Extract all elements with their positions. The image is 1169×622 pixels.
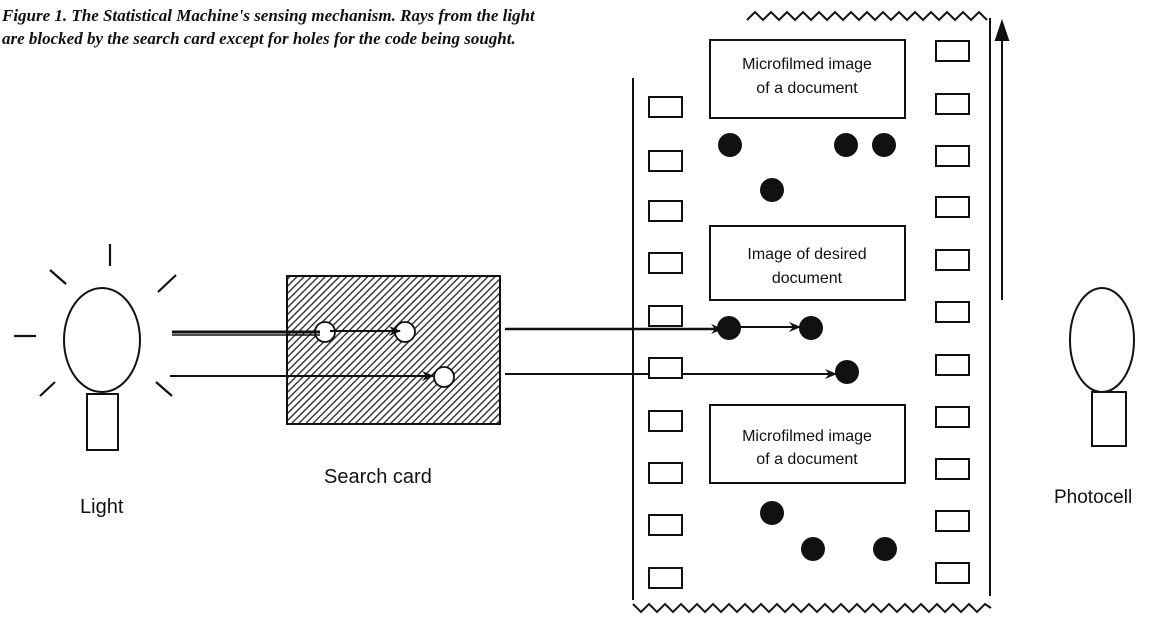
frame-top (709, 39, 906, 119)
frame-middle (709, 225, 906, 301)
code-dot (872, 133, 896, 157)
code-dot (799, 316, 823, 340)
code-dot (801, 537, 825, 561)
frame-top-line-1: Microfilmed image (742, 56, 872, 73)
code-dot (717, 316, 741, 340)
caption-line-1: Figure 1. The Statistical Machine's sens… (2, 6, 535, 25)
photocell-icon (1069, 287, 1135, 447)
code-dot (718, 133, 742, 157)
frame-bottom-line-2: of a document (756, 451, 858, 468)
frame-top-line-2: of a document (756, 80, 858, 97)
search-card (286, 275, 501, 425)
code-dot (760, 501, 784, 525)
film-motion-arrow-icon (994, 18, 1010, 300)
sprocket-holes-left (648, 96, 683, 589)
film-strip (632, 10, 992, 614)
code-dot (873, 537, 897, 561)
code-dot (760, 178, 784, 202)
frame-middle-line-2: document (772, 270, 843, 287)
sprocket-holes-right (935, 40, 970, 584)
frame-middle-line-1: Image of desired (747, 246, 866, 263)
frame-bottom (709, 404, 906, 484)
search-card-label: Search card (324, 466, 432, 488)
film-torn-edge-bottom (632, 602, 992, 614)
figure-caption: Figure 1. The Statistical Machine's sens… (2, 4, 722, 50)
code-dot (834, 133, 858, 157)
card-hole-3 (433, 366, 455, 388)
code-dots (717, 133, 897, 561)
light-label: Light (80, 496, 124, 518)
code-dot (835, 360, 859, 384)
photocell-label: Photocell (1054, 487, 1132, 508)
film-torn-edge-top (746, 10, 988, 22)
frame-bottom-line-1: Microfilmed image (742, 428, 872, 445)
caption-line-2: are blocked by the search card except fo… (2, 29, 516, 48)
light-bulb-icon (14, 244, 177, 451)
light-rays (14, 244, 177, 397)
